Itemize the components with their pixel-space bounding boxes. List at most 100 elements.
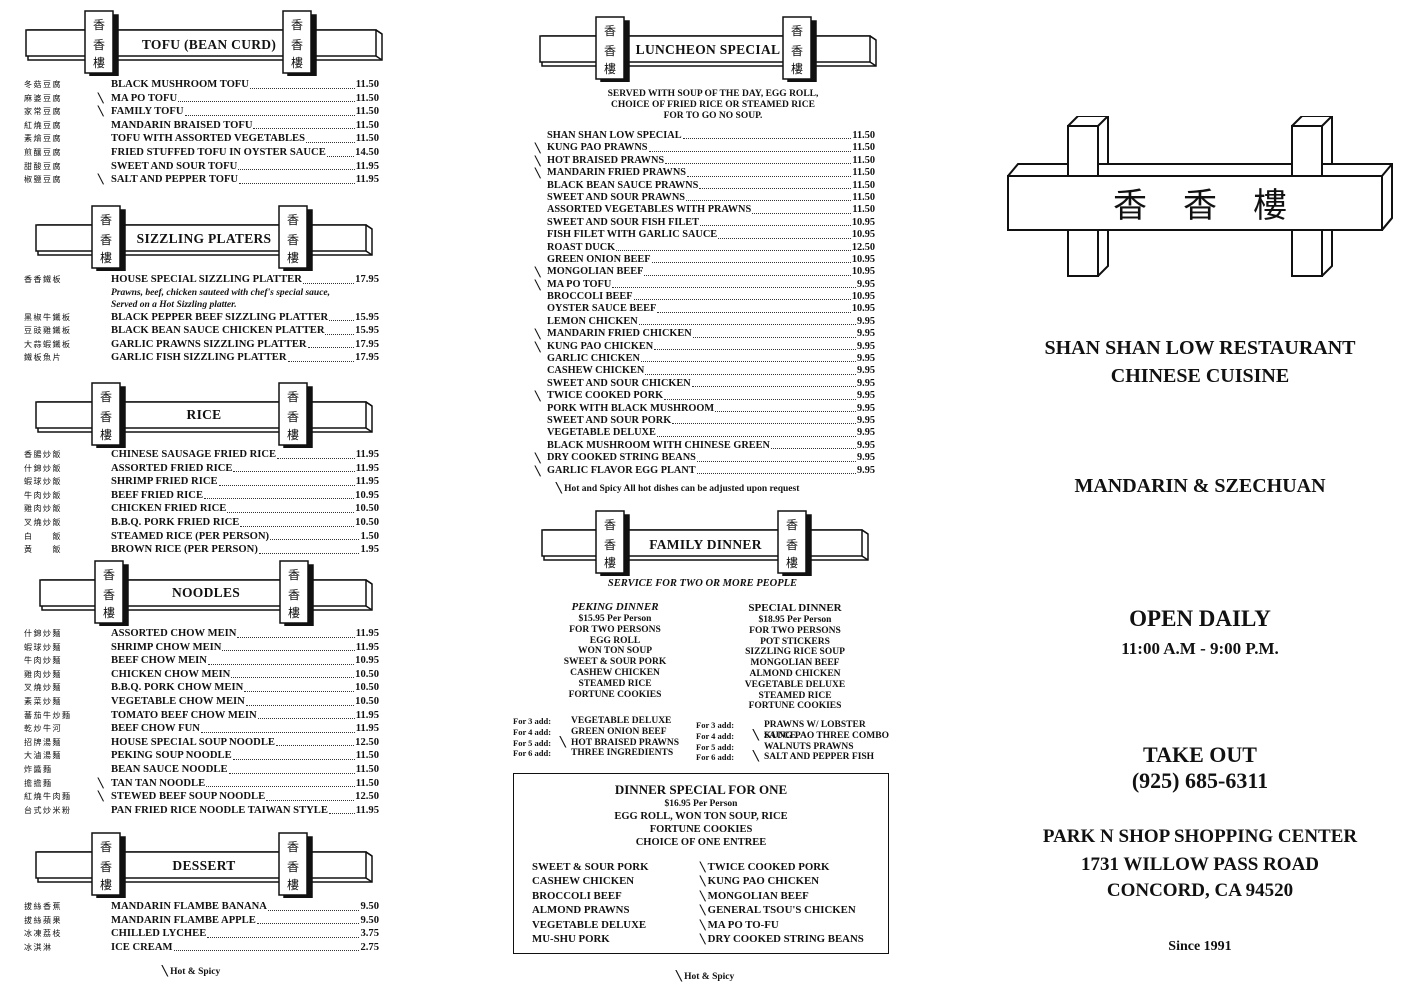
item-name: GARLIC CHICKEN	[547, 353, 640, 365]
section-title: RICE	[186, 407, 222, 422]
item-price: 9.95	[856, 452, 875, 464]
dinner-one-line1: EGG ROLL, WON TON SOUP, RICE	[614, 810, 788, 822]
entree-choice: ╲ MA PO TO-FU	[700, 918, 885, 932]
hot-icon: ╲	[535, 155, 541, 166]
logo-char: 樓	[287, 427, 299, 442]
item-price: 10.50	[355, 503, 379, 515]
entree-choice: SWEET & SOUR PORK	[532, 860, 702, 874]
choice-name: MA PO TO-FU	[707, 918, 779, 931]
dinner-one-choices-right: ╲ TWICE COOKED PORK╲ KUNG PAO CHICKEN╲ M…	[700, 860, 885, 946]
logo-char: 樓	[100, 877, 112, 892]
special-title: SPECIAL DINNER	[748, 602, 842, 614]
item-name: MANDARIN FLAMBE APPLE	[111, 914, 256, 926]
item-price: 10.50	[355, 695, 379, 707]
item-price: 9.95	[856, 414, 875, 426]
item-name: TAN TAN NOODLE	[111, 777, 206, 789]
choice-name: CASHEW CHICKEN	[532, 875, 635, 888]
chinese-name: 大蒜蝦鐵板	[24, 339, 72, 349]
dot-leader	[207, 927, 360, 938]
hot-icon: ╲	[700, 862, 708, 872]
cuisine-style: MANDARIN & SZECHUAN	[1074, 475, 1326, 497]
entree-choice: ╲ TWICE COOKED PORK	[700, 860, 885, 874]
add-on-row: For 3 add:PRAWNS W/ LOBSTER SAUCE	[696, 720, 896, 741]
logo-char: 香	[604, 44, 616, 58]
hot-icon: ╲	[700, 890, 708, 901]
item-price: 9.95	[856, 402, 875, 414]
item-price: 9.95	[856, 377, 875, 389]
logo-char: 樓	[604, 555, 616, 570]
add-on-item: PRAWNS W/ LOBSTER SAUCE	[764, 720, 866, 741]
chinese-name: 什錦炒飯	[24, 463, 62, 473]
luncheon-note-1: SERVED WITH SOUP OF THE DAY, EGG ROLL,	[607, 89, 819, 99]
item-name: MONGOLIAN BEEF	[547, 266, 644, 278]
entree-choice: ╲ DRY COOKED STRING BEANS	[700, 932, 885, 946]
item-price: 10.50	[355, 668, 379, 680]
item-price: 9.95	[856, 278, 875, 290]
luncheon-item: SWEET AND SOUR CHICKEN 9.95	[535, 378, 875, 390]
item-name: BLACK BEAN SAUCE CHICKEN PLATTER	[111, 325, 325, 337]
choice-name: KUNG PAO CHICKEN	[707, 875, 820, 888]
item-price: 11.95	[355, 628, 379, 639]
hot-icon: ╲	[753, 752, 759, 763]
dot-leader	[651, 254, 851, 264]
hot-icon: ╲	[753, 730, 759, 741]
dot-leader	[672, 415, 856, 425]
item-name: BLACK MUSHROOM TOFU	[111, 79, 249, 90]
chinese-name: 炸醬麵	[24, 764, 53, 774]
logo-char: 香	[291, 38, 303, 52]
item-name: ROAST DUCK	[547, 241, 616, 253]
dinner-line: CASHEW CHICKEN	[570, 667, 660, 678]
chinese-name: 招牌湯麵	[24, 737, 62, 747]
section-header: 香香樓香香樓 LUNCHEON SPECIAL	[538, 14, 888, 82]
item-name: ASSORTED VEGETABLES WITH PRAWNS	[547, 204, 752, 216]
item-price: 11.50	[355, 777, 379, 789]
dot-leader	[238, 160, 355, 171]
dot-leader	[645, 365, 856, 375]
item-name: HOUSE SPECIAL SOUP NOODLE	[111, 736, 275, 748]
item-name: TOMATO BEEF CHOW MEIN	[111, 709, 257, 721]
dinner-line: EGG ROLL	[589, 635, 641, 646]
entree-choice: ╲ GENERAL TSOU'S CHICKEN	[700, 903, 885, 917]
dot-leader	[640, 353, 856, 363]
item-name: HOUSE SPECIAL SIZZLING PLATTER	[111, 274, 302, 285]
item-price: 12.50	[355, 736, 379, 748]
luncheon-notes: SERVED WITH SOUP OF THE DAY, EGG ROLL, C…	[548, 89, 878, 121]
item-name: SWEET AND SOUR CHICKEN	[547, 377, 691, 389]
chinese-name: 冰淇淋	[24, 942, 53, 952]
choice-name: VEGETABLE DELUXE	[532, 918, 647, 931]
item-name: CHICKEN CHOW MEIN	[111, 668, 231, 680]
section-header: 香香樓香香樓 RICE	[34, 380, 384, 448]
section-header: 香香樓香香樓 NOODLES	[38, 558, 384, 626]
